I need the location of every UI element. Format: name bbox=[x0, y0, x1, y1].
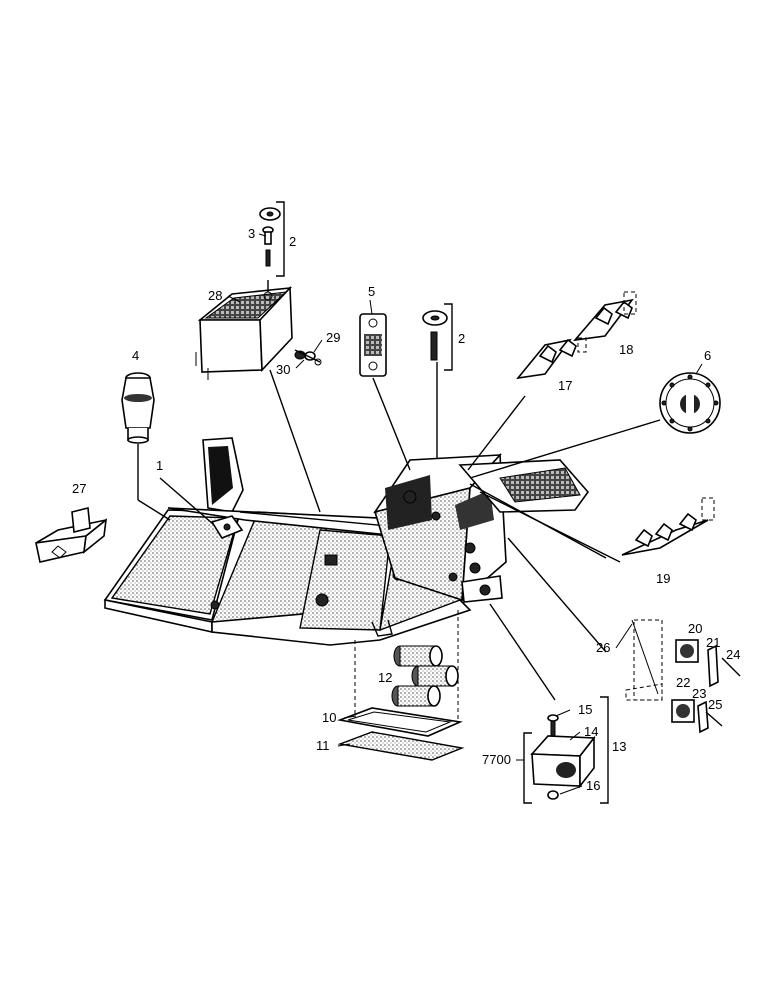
callout-4: 4 bbox=[132, 348, 139, 363]
leader-lines bbox=[137, 362, 661, 722]
round-flange bbox=[659, 372, 721, 434]
callout-22: 22 bbox=[676, 675, 690, 690]
callout-18: 18 bbox=[619, 342, 633, 357]
callout-24: 24 bbox=[726, 647, 740, 662]
callout-3: 3 bbox=[248, 226, 255, 241]
fastener-set-right bbox=[422, 303, 453, 371]
filters-12 bbox=[391, 645, 459, 707]
label-ticks bbox=[227, 233, 703, 795]
callout-11: 11 bbox=[316, 738, 330, 753]
callout-5: 5 bbox=[368, 284, 375, 299]
callout-6: 6 bbox=[704, 348, 711, 363]
callout-1: 1 bbox=[156, 458, 163, 473]
fastener-set-top bbox=[259, 201, 285, 292]
callout-12: 12 bbox=[378, 670, 392, 685]
clamp-block bbox=[523, 696, 609, 804]
callout-14: 14 bbox=[584, 724, 598, 739]
callout-19: 19 bbox=[656, 571, 670, 586]
callout-15: 15 bbox=[578, 702, 592, 717]
callout-27: 27 bbox=[72, 481, 86, 496]
callout-10: 10 bbox=[322, 710, 336, 725]
pipe-clamps-19 bbox=[621, 497, 715, 556]
battery-box bbox=[195, 286, 293, 380]
filter-cartridge bbox=[121, 372, 155, 444]
callout-28: 28 bbox=[208, 288, 222, 303]
callout-2-top: 2 bbox=[289, 234, 296, 249]
pipe-clamps-17-18 bbox=[516, 291, 637, 380]
callout-25: 25 bbox=[708, 697, 722, 712]
callout-16: 16 bbox=[586, 778, 600, 793]
callout-23: 23 bbox=[692, 686, 706, 701]
bolt-nut-29-30 bbox=[294, 349, 322, 366]
callout-30: 30 bbox=[276, 362, 290, 377]
callout-labels: 1 2 2 3 4 5 6 10 11 12 13 14 15 16 17 18… bbox=[72, 226, 740, 793]
callout-26: 26 bbox=[596, 640, 610, 655]
callout-17: 17 bbox=[558, 378, 572, 393]
angle-bracket bbox=[35, 506, 108, 563]
callout-21: 21 bbox=[706, 635, 720, 650]
callout-20: 20 bbox=[688, 621, 702, 636]
valve-parts-20-25 bbox=[625, 619, 741, 734]
mounting-plate bbox=[359, 313, 387, 377]
callout-29: 29 bbox=[326, 330, 340, 345]
main-frame bbox=[103, 437, 590, 646]
callout-13: 13 bbox=[612, 739, 626, 754]
callout-2-right: 2 bbox=[458, 331, 465, 346]
callout-7700: 7700 bbox=[482, 752, 511, 767]
gasket-and-cover bbox=[337, 707, 465, 761]
